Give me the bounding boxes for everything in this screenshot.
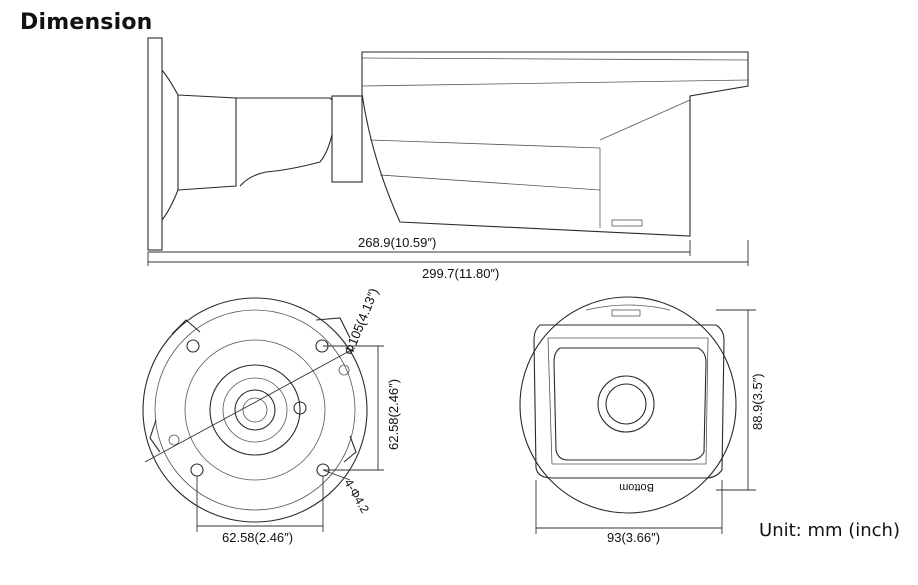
- front-sunshield: [533, 324, 725, 479]
- dim-front-height: 88.9(3.5″): [750, 373, 765, 430]
- dim-base-diameter: Φ105(4.13″): [341, 286, 381, 357]
- dim-front-width: 93(3.66″): [607, 530, 660, 545]
- side-view: [147, 37, 749, 251]
- front-view: Bottom: [519, 296, 737, 514]
- front-dimensions: 93(3.66″) 88.9(3.5″): [535, 309, 765, 545]
- base-center-ring: [209, 364, 301, 456]
- side-bracket-arm: [236, 97, 336, 187]
- side-neck: [177, 94, 237, 191]
- side-joint: [331, 95, 363, 183]
- dim-hole-spec: 4-Φ4.2: [341, 477, 372, 516]
- mount-hole-tl: [186, 339, 200, 353]
- mount-hole-bl: [190, 463, 204, 477]
- dim-hole-horizontal: 62.58(2.46″): [222, 530, 293, 545]
- side-dimensions: 268.9(10.59″) 299.7(11.80″): [147, 235, 749, 281]
- side-mount-flange: [161, 69, 179, 221]
- unit-label: Unit: mm (inch): [759, 520, 900, 541]
- front-lens: [605, 383, 647, 425]
- front-lens-outer: [597, 375, 655, 433]
- base-outer-circle: [142, 297, 368, 523]
- base-center-hole: [234, 389, 276, 431]
- side-mount-plate: [147, 37, 163, 251]
- front-window: [553, 347, 707, 461]
- side-housing: [361, 51, 749, 237]
- dim-hole-vertical: 62.58(2.46″): [386, 379, 401, 450]
- front-outer-circle: [519, 296, 737, 514]
- dim-total-length: 299.7(11.80″): [422, 266, 499, 281]
- page-title: Dimension: [20, 10, 153, 35]
- front-bottom-mark: Bottom: [619, 481, 654, 493]
- base-view: [142, 297, 368, 523]
- dim-body-length: 268.9(10.59″): [358, 235, 436, 250]
